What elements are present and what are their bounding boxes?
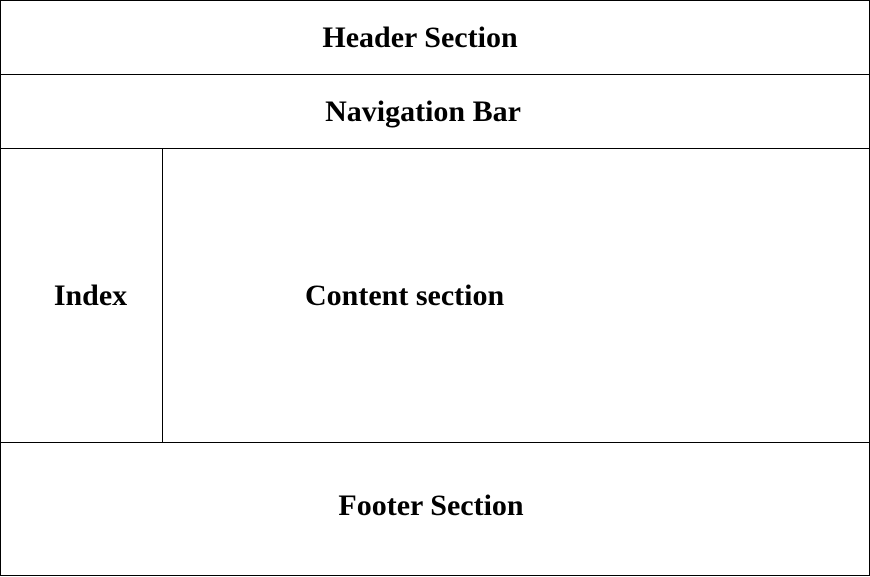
content-section-label: Content section bbox=[305, 278, 505, 312]
middle-row: Index Content section bbox=[1, 149, 869, 443]
content-section-box: Content section bbox=[163, 149, 869, 442]
index-label: Index bbox=[53, 278, 128, 312]
header-section-box: Header Section bbox=[1, 1, 869, 75]
navigation-bar-label: Navigation Bar bbox=[325, 94, 521, 128]
index-box: Index bbox=[1, 149, 163, 442]
footer-section-box: Footer Section bbox=[1, 443, 869, 577]
navigation-bar-box: Navigation Bar bbox=[1, 75, 869, 149]
footer-section-label: Footer Section bbox=[338, 489, 524, 522]
header-section-label: Header Section bbox=[322, 20, 518, 54]
